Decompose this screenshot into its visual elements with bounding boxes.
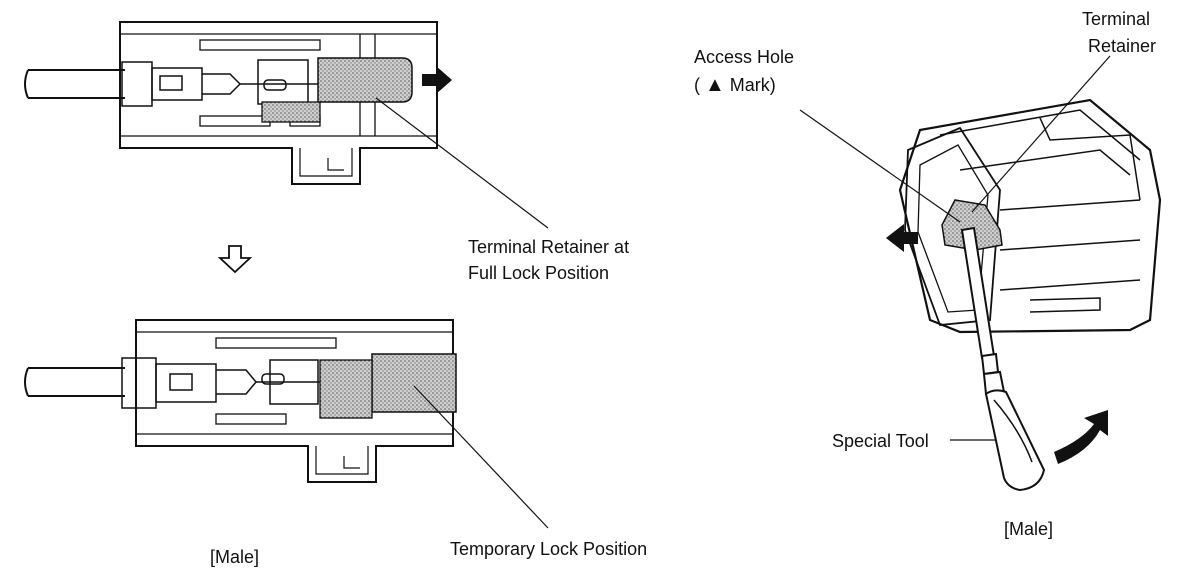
- label-terminal-retainer-line1: Terminal: [1082, 9, 1151, 29]
- access-hole-mark-text: Mark): [724, 75, 776, 95]
- label-special-tool: Special Tool: [832, 431, 929, 451]
- triangle-mark-icon: ▲: [705, 74, 725, 96]
- label-access-hole-line2: ( ▲ Mark): [694, 74, 776, 96]
- access-hole-paren-open: (: [694, 75, 705, 95]
- label-full-lock-line2: Full Lock Position: [468, 263, 610, 283]
- arrow-curved-icon: [1054, 410, 1108, 464]
- caption-right: [Male]: [1004, 519, 1054, 539]
- label-temporary-lock: Temporary Lock Position: [450, 539, 648, 559]
- wire-top: [24, 69, 125, 99]
- leader-terminal-retainer: [971, 55, 1111, 213]
- label-access-hole-line1: Access Hole: [694, 47, 795, 67]
- terminal-retainer-perspective: [941, 199, 1003, 251]
- housing-outline-perspective: [898, 98, 1162, 334]
- wire-bottom: [24, 367, 125, 397]
- terminal-bottom: [121, 357, 380, 409]
- arrow-left-icon: [886, 224, 918, 252]
- leader-temporary-lock: [413, 385, 549, 529]
- label-terminal-retainer-line2: Retainer: [1088, 36, 1157, 56]
- connector-temporary-lock: [24, 319, 549, 529]
- connector-perspective: [799, 55, 1162, 441]
- caption-left: [Male]: [210, 547, 260, 567]
- terminal-retainer-top: [317, 57, 413, 103]
- arrow-down-icon: [217, 245, 253, 274]
- connector-full-lock: [24, 21, 549, 229]
- terminal-retainer-bottom: [371, 353, 457, 413]
- leader-full-lock: [375, 97, 549, 229]
- housing-outline-top: [119, 21, 438, 185]
- label-full-lock-line1: Terminal Retainer at: [468, 237, 630, 257]
- arrow-right-icon: [422, 66, 452, 94]
- leader-access-hole: [799, 109, 961, 223]
- special-tool-screwdriver: [960, 226, 1046, 492]
